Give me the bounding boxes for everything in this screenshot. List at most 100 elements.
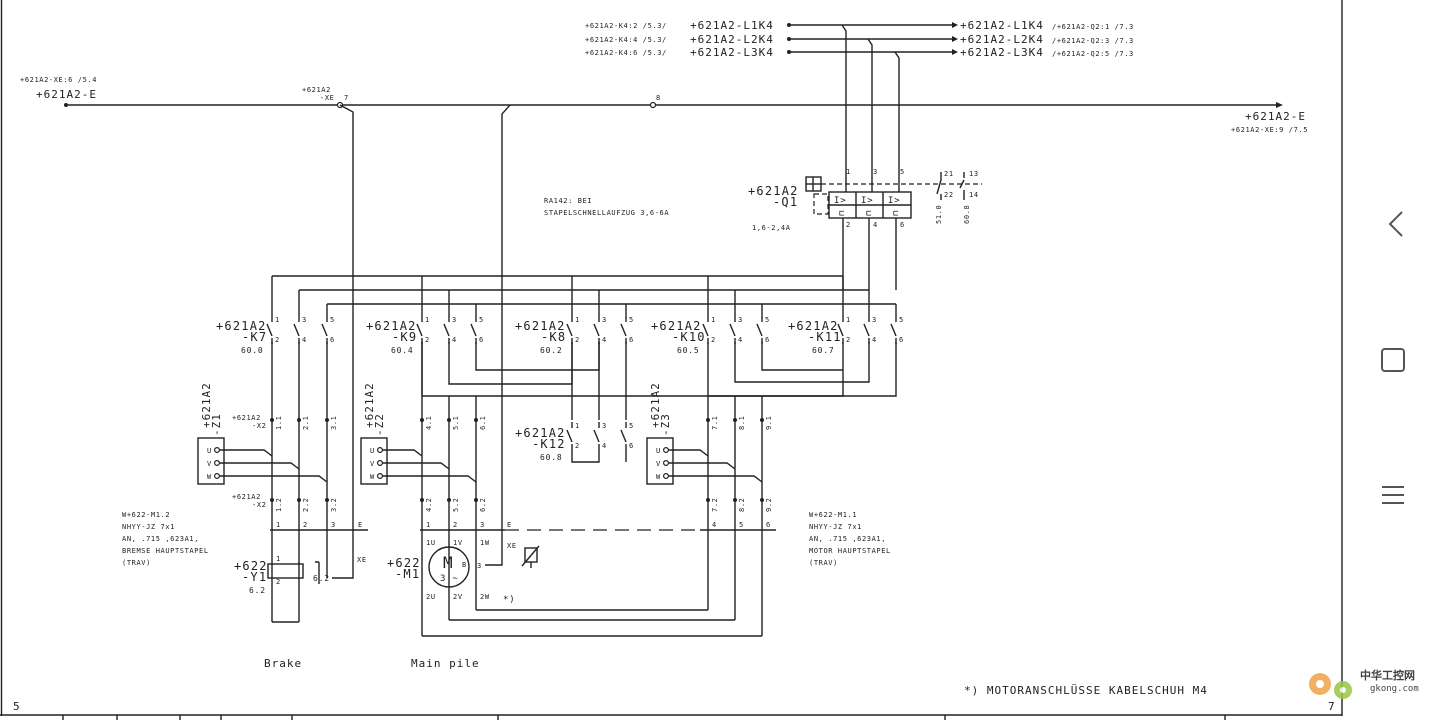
svg-text:XE: XE — [507, 542, 517, 550]
suppressor-phase-label: V — [656, 460, 661, 468]
contact-terminal-bottom: 4 — [602, 442, 607, 450]
x2-terminal-top — [420, 418, 424, 422]
caption-brake: Brake — [264, 657, 302, 670]
q1-name-1: +621A2 — [748, 184, 799, 198]
caption-main-pile: Main pile — [411, 657, 480, 670]
contact-terminal-bottom: 6 — [629, 336, 634, 344]
x2-terminal-top-label: 9.1 — [765, 416, 773, 430]
page-number-left: 5 — [13, 700, 21, 713]
cable-note-left: W+622-M1.2 NHYY-JZ 7x1 AN, .715 ,623A1, … — [122, 511, 209, 567]
contact-terminal-top: 3 — [602, 422, 607, 430]
x2-labels: +621A2 -X2 +621A2 -X2 — [232, 414, 266, 509]
svg-text:22: 22 — [944, 191, 954, 199]
svg-text:-M1: -M1 — [395, 567, 420, 581]
svg-text:-K8: -K8 — [541, 330, 566, 344]
svg-text:+621A2: +621A2 — [302, 86, 331, 94]
svg-text:+621A2: +621A2 — [651, 319, 702, 333]
svg-text:(TRAV): (TRAV) — [122, 559, 151, 567]
x2-terminal-bottom-label: 5.2 — [452, 498, 460, 512]
svg-text:6: 6 — [900, 221, 905, 229]
suppressor-phase-label: W — [370, 473, 375, 481]
svg-text:+621A2: +621A2 — [515, 426, 566, 440]
nav-back-button[interactable] — [1370, 200, 1420, 250]
svg-text:13: 13 — [969, 170, 979, 178]
k4-ref-right-1: /+621A2-Q2:1 /7.3 — [1052, 23, 1134, 31]
contact-terminal-bottom: 4 — [302, 336, 307, 344]
svg-text:+622: +622 — [387, 556, 421, 570]
svg-text:+621A2: +621A2 — [232, 414, 261, 422]
suppressor-terminal — [662, 473, 669, 480]
x2-terminal-bottom-label: 3.2 — [330, 498, 338, 512]
contact-terminal-top: 5 — [765, 316, 770, 324]
brake-coil-y1: +622 -Y1 6.2 1 2 6.2 XE — [234, 555, 367, 595]
contact-terminal-top: 1 — [425, 316, 430, 324]
suppressor-terminal — [662, 447, 669, 454]
contactor-labels: +621A2 -K7 60.0 +621A2 -K9 60.4 +621A2 -… — [216, 319, 841, 462]
suppressor-phase-label: W — [207, 473, 212, 481]
svg-text:AN, .715 ,623A1,: AN, .715 ,623A1, — [809, 535, 886, 543]
svg-text:2U: 2U — [426, 593, 436, 601]
svg-text:60.8: 60.8 — [963, 205, 971, 224]
svg-text:BREMSE HAUPTSTAPEL: BREMSE HAUPTSTAPEL — [122, 547, 209, 555]
svg-text:2W: 2W — [480, 593, 490, 601]
svg-text:-K7: -K7 — [242, 330, 267, 344]
contact-terminal-top: 1 — [711, 316, 716, 324]
x2-terminal-top-label: 3.1 — [330, 416, 338, 430]
suppressor-terminal — [214, 473, 221, 480]
svg-text:3: 3 — [477, 562, 482, 570]
svg-text:60.0: 60.0 — [241, 346, 263, 355]
svg-text:5: 5 — [739, 521, 744, 529]
svg-text:2: 2 — [453, 521, 458, 529]
x2-terminal-bottom — [760, 498, 764, 502]
contact-terminal-top: 1 — [846, 316, 851, 324]
contact-terminal-top: 3 — [738, 316, 743, 324]
x2-terminal-top — [474, 418, 478, 422]
contact-terminal-bottom: 6 — [899, 336, 904, 344]
svg-text:2: 2 — [846, 221, 851, 229]
svg-text:1: 1 — [846, 168, 851, 176]
suppressor-phase-label: U — [207, 447, 212, 455]
contact-terminal-bottom: 2 — [846, 336, 851, 344]
motor-m1: +622 -M1 M 3 ~ 1U 1V 1W 2U 2V 2W B 3 XE … — [387, 539, 540, 605]
svg-text:3: 3 — [480, 521, 485, 529]
suppressor-name-1: +621A2 — [363, 382, 376, 428]
svg-text:NHYY-JZ 7x1: NHYY-JZ 7x1 — [122, 523, 175, 531]
x2-terminal-bottom — [325, 498, 329, 502]
k4-ref-right-2: /+621A2-Q2:3 /7.3 — [1052, 37, 1134, 45]
x2-terminal-bottom — [733, 498, 737, 502]
svg-text:1: 1 — [276, 555, 281, 563]
x2-terminal-top-label: 7.1 — [711, 416, 719, 430]
svg-text:+621A2: +621A2 — [366, 319, 417, 333]
suppressor-phase-label: V — [207, 460, 212, 468]
k4-ref-left-1: +621A2-K4:2 /5.3/ — [585, 22, 667, 30]
contact-terminal-bottom: 6 — [330, 336, 335, 344]
nav-home-button[interactable] — [1370, 335, 1420, 385]
svg-text:E: E — [507, 521, 512, 529]
suppressor-name-2: -Z1 — [210, 413, 223, 436]
svg-text:⊏: ⊏ — [866, 209, 872, 219]
nav-menu-button[interactable] — [1370, 470, 1420, 520]
x2-terminal-top — [733, 418, 737, 422]
contact-terminal-bottom: 4 — [452, 336, 457, 344]
svg-text:I>: I> — [861, 196, 873, 206]
suppressor-phase-label: W — [656, 473, 661, 481]
suppressor-phase-label: V — [370, 460, 375, 468]
x2-terminal-bottom-label: 8.2 — [738, 498, 746, 512]
contact-terminal-bottom: 2 — [425, 336, 430, 344]
svg-text:XE: XE — [357, 556, 367, 564]
svg-text:⊏: ⊏ — [839, 209, 845, 219]
motor-symbol — [428, 546, 470, 588]
svg-text:-XE: -XE — [320, 94, 334, 102]
x2-terminal-top-label: 1.1 — [275, 416, 283, 430]
x2-terminals: 1.11.22.12.23.13.24.14.25.15.26.16.27.17… — [270, 416, 773, 512]
contact-terminal-top: 5 — [479, 316, 484, 324]
svg-text:MOTOR HAUPTSTAPEL: MOTOR HAUPTSTAPEL — [809, 547, 891, 555]
contact-terminal-top: 5 — [899, 316, 904, 324]
x2-terminal-top — [706, 418, 710, 422]
suppressor-terminal — [377, 473, 384, 480]
x2-terminal-bottom-label: 1.2 — [275, 498, 283, 512]
svg-text:-K10: -K10 — [672, 330, 706, 344]
contact-terminal-top: 1 — [575, 422, 580, 430]
